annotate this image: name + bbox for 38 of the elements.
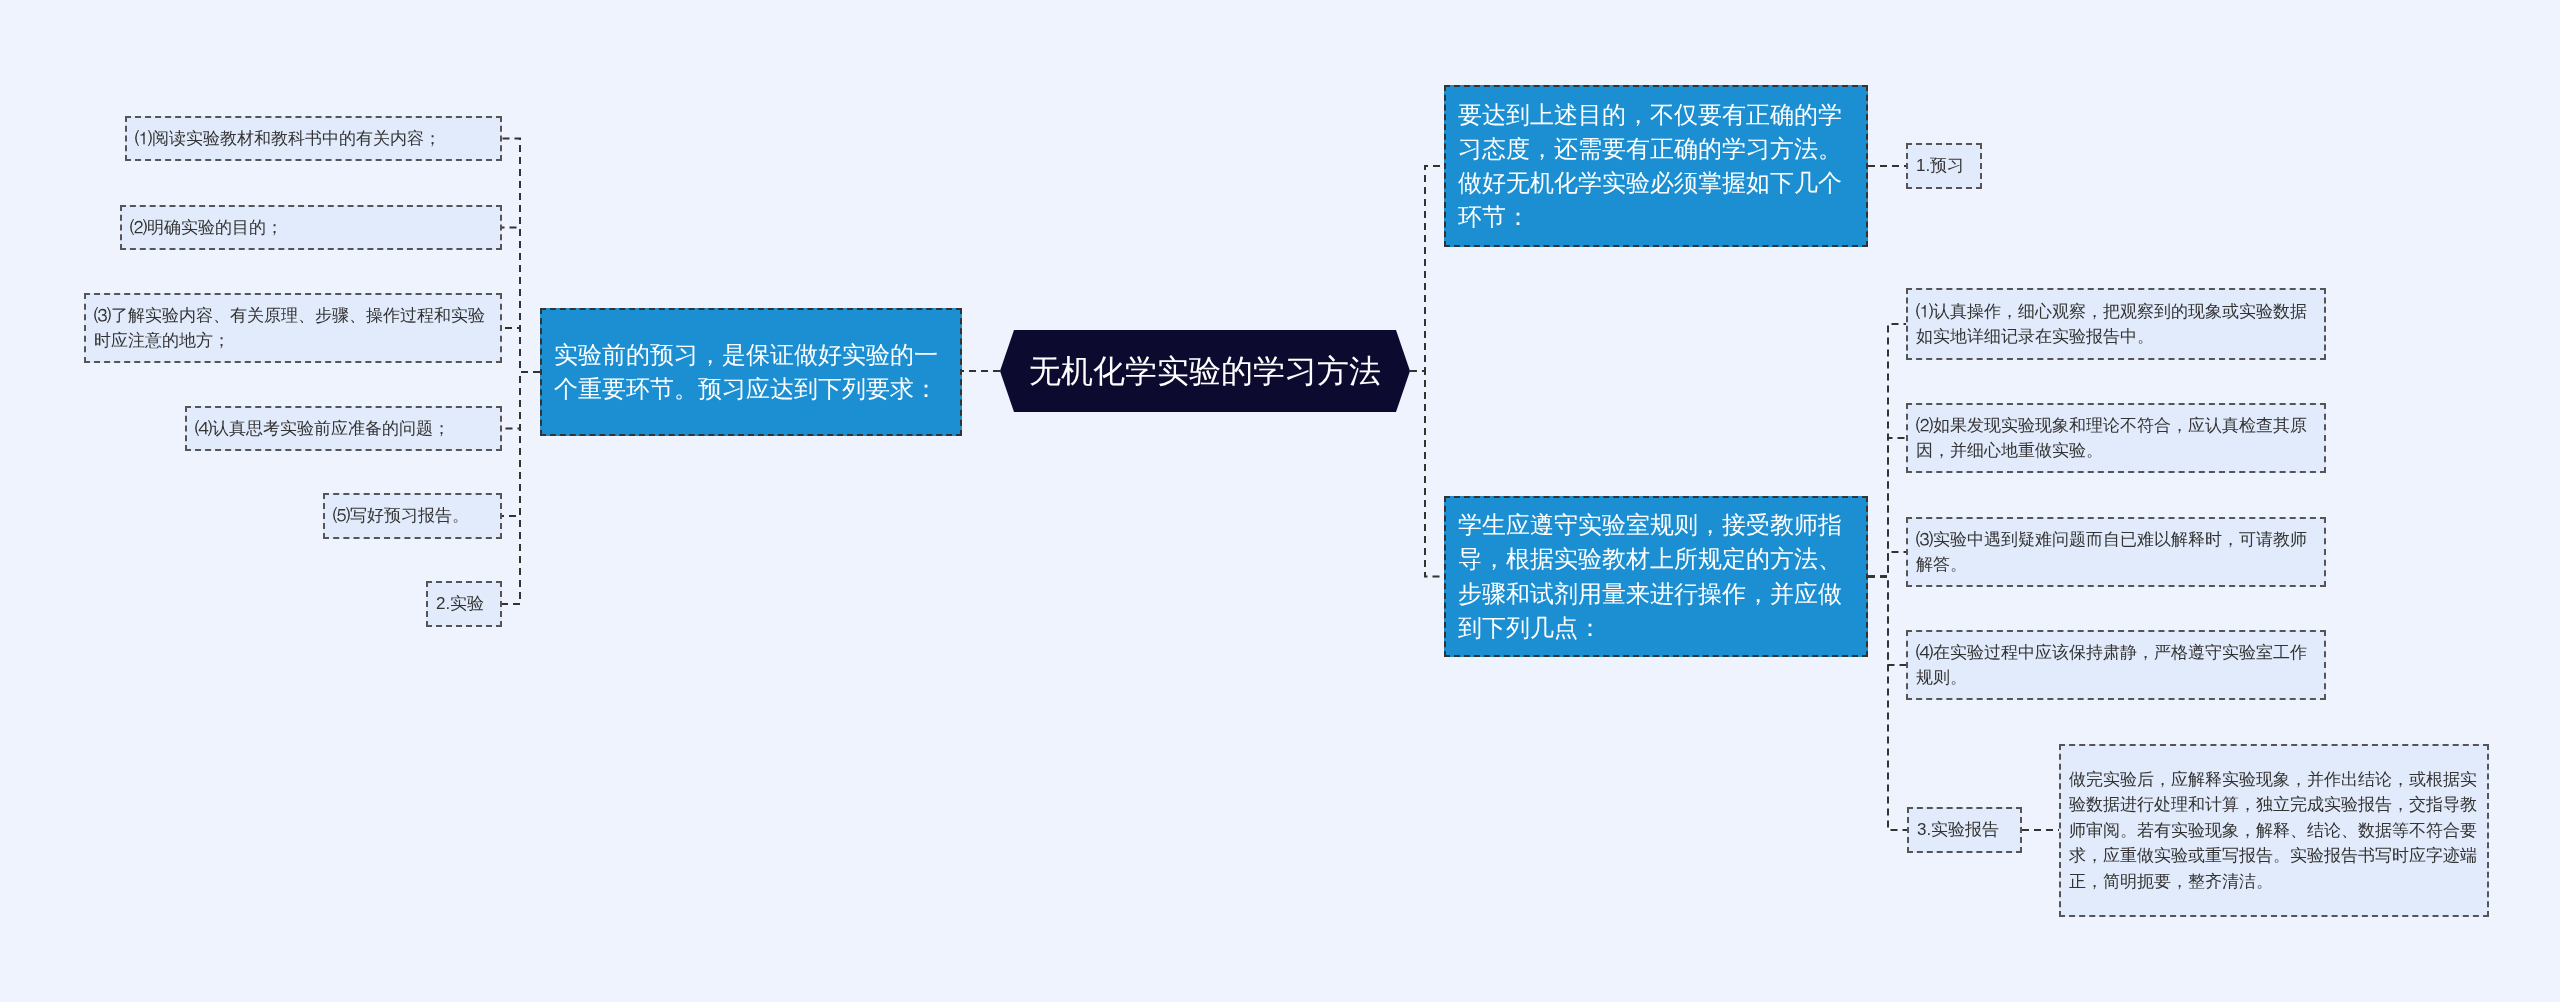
subtopic-box (1906, 288, 2326, 360)
subtopic-box (1906, 403, 2326, 473)
topic-box (1444, 85, 1868, 247)
node-text: 2.实验 (436, 593, 486, 616)
central-topic (1000, 330, 1410, 412)
node-text: 做完实验后，应解释实验现象，并作出结论，或根据实验数据进行处理和计算，独立完成实验报告，交指导教师审阅。若有实验现象，解释、结论、数据等不符合要求，应重做实验或重写报告。实验报告书写时应字迹端正，简明扼要，整齐清洁。 (2069, 768, 2478, 893)
node-text: 实验前的预习，是保证做好实验的一个重要环节。预习应达到下列要求： (554, 339, 939, 404)
subtopic-box (323, 493, 502, 539)
subtopic-box (1906, 517, 2326, 587)
node-text: ⑸写好预习报告。 (333, 505, 470, 528)
subtopic-box (84, 293, 502, 363)
subtopic-box (185, 406, 502, 451)
node-text: ⑴认真操作，细心观察，把观察到的现象或实验数据如实地详细记录在实验报告中。 (1916, 300, 2308, 348)
node-text: 学生应遵守实验室规则，接受教师指导，根据实验教材上所规定的方法、步骤和试剂用量来进行操作，并应做到下列几点： (1458, 510, 1843, 643)
node-text: 1.预习 (1916, 155, 1966, 178)
connector-line (1867, 575, 1908, 831)
subtopic-box (426, 581, 502, 627)
node-text: ⑶了解实验内容、有关原理、步骤、操作过程和实验时应注意的地方； (94, 304, 486, 352)
subtopic-box (125, 116, 502, 161)
subtopic-box (1906, 143, 1982, 189)
topic-box (540, 308, 962, 436)
node-text: ⑴阅读实验教材和教科书中的有关内容； (135, 127, 442, 150)
subtopic-box (1906, 630, 2326, 700)
subtopic-box (2059, 744, 2489, 917)
connector-line (501, 371, 541, 605)
node-text: ⑵如果发现实验现象和理论不符合，应认真检查其原因，并细心地重做实验。 (1916, 414, 2308, 462)
topic-box (1444, 496, 1868, 657)
node-text: 3.实验报告 (1917, 819, 2001, 842)
node-text: 要达到上述目的，不仅要有正确的学习态度，还需要有正确的学习方法。做好无机化学实验必须掌握如下几个环节： (1458, 99, 1843, 233)
subtopic-box (1907, 807, 2022, 853)
connector-line (1867, 165, 1907, 167)
node-text: ⑵明确实验的目的； (130, 216, 284, 239)
node-text: 无机化学实验的学习方法 (1028, 352, 1382, 391)
node-text: ⑶实验中遇到疑难问题而自已难以解释时，可请教师解答。 (1916, 528, 2308, 576)
node-text: ⑷认真思考实验前应准备的问题； (195, 417, 451, 440)
node-text: ⑷在实验过程中应该保持肃静，严格遵守实验室工作规则。 (1916, 641, 2308, 689)
subtopic-box (120, 205, 502, 250)
connector-line (961, 370, 1001, 372)
